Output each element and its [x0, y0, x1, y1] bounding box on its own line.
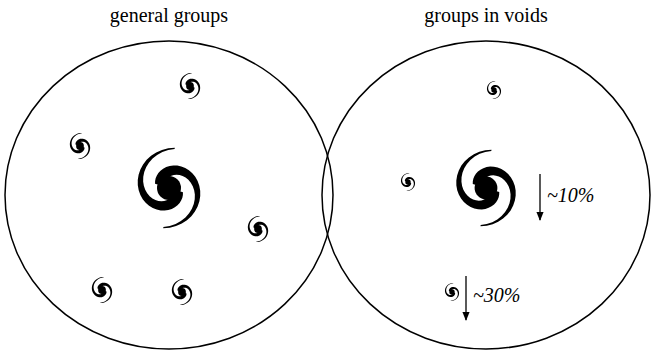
spiral-galaxy [180, 73, 200, 99]
galaxy-arms [92, 277, 112, 303]
decrease-arrow [539, 174, 540, 220]
spiral-galaxy [456, 150, 515, 226]
circle-border [322, 41, 650, 349]
percent-label: ~10% [547, 184, 594, 207]
spiral-galaxy [92, 277, 112, 303]
galaxies [70, 73, 516, 305]
galaxy-arms [456, 150, 515, 226]
spiral-galaxy [172, 279, 192, 305]
spiral-galaxy [401, 173, 415, 191]
spiral-galaxy [487, 81, 501, 99]
galaxy-arms [180, 73, 200, 99]
circle-border [5, 41, 333, 349]
galaxy-arms [248, 216, 268, 242]
spiral-galaxy [138, 148, 200, 228]
galaxy-arms [487, 81, 501, 99]
spiral-galaxy [445, 283, 459, 301]
spiral-galaxy [248, 216, 268, 242]
group-circle: general groups [4, 0, 334, 352]
percent-label: ~30% [473, 284, 520, 307]
galaxy-arms [138, 148, 200, 228]
group-heading: general groups [4, 4, 334, 27]
spiral-galaxy [70, 133, 90, 159]
galaxy-arms [172, 279, 192, 305]
galaxy-arms [401, 173, 415, 191]
decrease-arrow [465, 276, 466, 320]
group-heading: groups in voids [321, 4, 651, 27]
galaxy-arms [445, 283, 459, 301]
circle-outline [4, 40, 334, 350]
galaxy-arms [70, 133, 90, 159]
